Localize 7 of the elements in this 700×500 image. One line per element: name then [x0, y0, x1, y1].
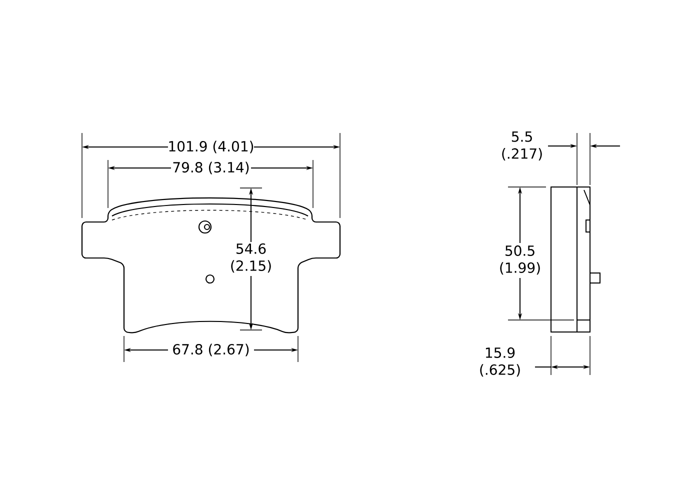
dimension-label: 79.8 (3.14) — [173, 162, 249, 174]
dimension-label: 67.8 (2.67) — [173, 344, 249, 356]
dimension-label: 5.5 (.217) — [502, 131, 542, 161]
dimension-label: 15.9 (.625) — [480, 347, 520, 377]
dimension-label: 50.5 (1.99) — [500, 245, 540, 275]
dimension-label: 101.9 (4.01) — [169, 140, 254, 154]
dimension-label: 54.6 (2.15) — [231, 243, 271, 273]
